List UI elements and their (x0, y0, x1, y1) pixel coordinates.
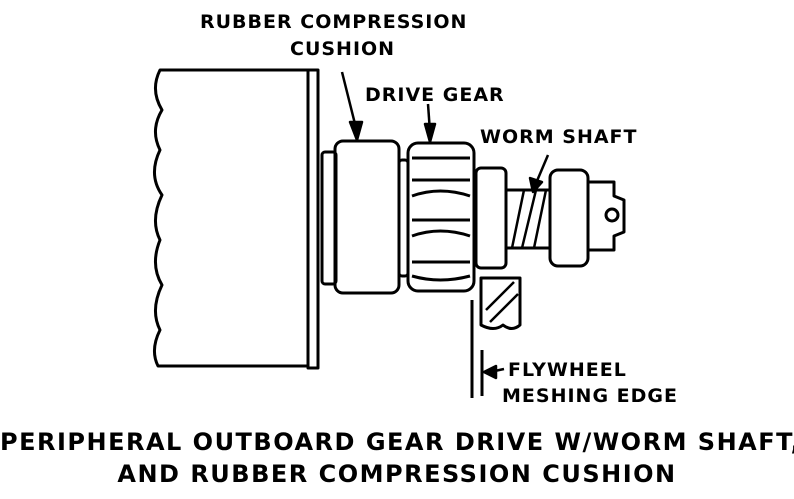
label-flywheel: FLYWHEEL (508, 359, 627, 381)
motor-housing (153, 68, 320, 370)
flywheel-tooth (479, 276, 522, 330)
label-drive-gear: DRIVE GEAR (365, 84, 505, 106)
label-meshing-edge: MESHING EDGE (502, 385, 678, 407)
leader-arrows (340, 71, 550, 380)
shaft-nut (548, 168, 590, 268)
collar (474, 166, 508, 270)
label-cushion: CUSHION (290, 38, 396, 60)
label-worm-shaft: WORM SHAFT (480, 126, 638, 148)
shaft-end (588, 180, 626, 252)
drive-gear (406, 141, 476, 293)
rubber-cushion (333, 139, 401, 295)
caption-line-2: AND RUBBER COMPRESSION CUSHION (117, 460, 677, 488)
worm-shaft (504, 188, 552, 250)
label-rubber-compression: RUBBER COMPRESSION (200, 11, 468, 33)
caption-line-1: PERIPHERAL OUTBOARD GEAR DRIVE W/WORM SH… (0, 428, 794, 456)
meshing-edge-lines (470, 300, 484, 398)
